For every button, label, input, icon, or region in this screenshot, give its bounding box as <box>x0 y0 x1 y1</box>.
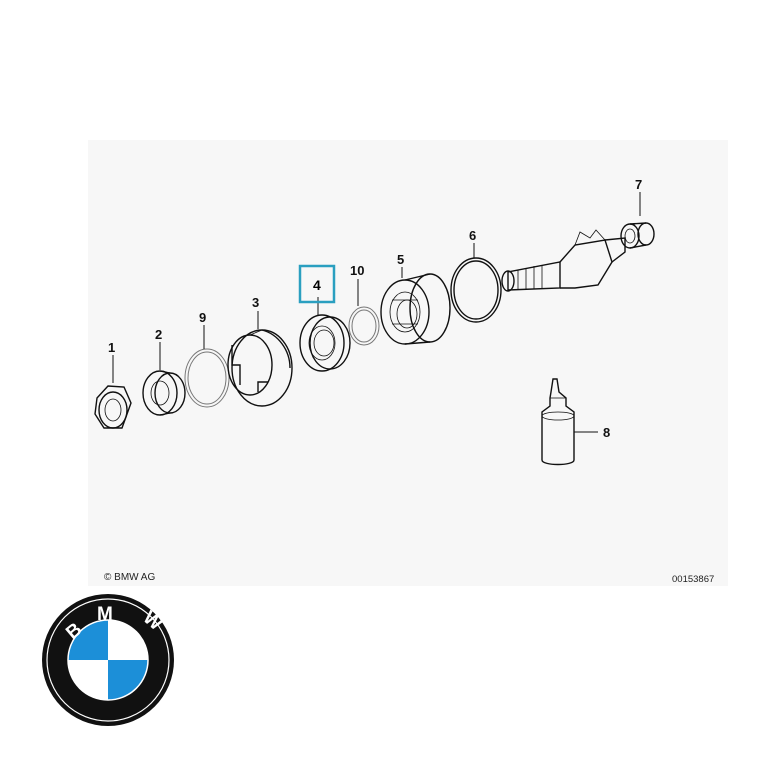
bmw-logo: B M W <box>42 594 174 726</box>
part-2-collar[interactable] <box>142 370 186 416</box>
part-label-10[interactable]: 10 <box>350 263 364 278</box>
part-7-small-bearing[interactable] <box>620 222 655 249</box>
copyright-notice: © BMW AG <box>104 572 156 583</box>
part-label-4[interactable]: 4 <box>313 277 321 293</box>
part-6-large-o-ring[interactable] <box>450 257 502 323</box>
part-5-roller-bearing[interactable] <box>380 273 451 345</box>
drawing-id: 00153867 <box>672 574 715 585</box>
selected-part-box[interactable] <box>298 264 336 304</box>
part-10-ring[interactable] <box>348 306 380 346</box>
part-label-3[interactable]: 3 <box>252 295 259 310</box>
logo-letter-m: M <box>97 604 113 625</box>
part-8-sealant-bottle[interactable] <box>541 378 575 466</box>
diagram-panel <box>88 140 728 586</box>
part-1-hex-nut[interactable] <box>94 385 132 429</box>
part-4-shaft-seal[interactable] <box>299 314 351 372</box>
part-label-2[interactable]: 2 <box>155 327 162 342</box>
part-3-slotted-ring-nut[interactable] <box>227 329 293 407</box>
part-label-7[interactable]: 7 <box>635 177 642 192</box>
pinion-shaft <box>501 229 626 292</box>
part-9-o-ring[interactable] <box>184 348 230 408</box>
part-label-1[interactable]: 1 <box>108 340 115 355</box>
part-label-6[interactable]: 6 <box>469 228 476 243</box>
part-label-9[interactable]: 9 <box>199 310 206 325</box>
part-label-8[interactable]: 8 <box>603 425 610 440</box>
part-label-5[interactable]: 5 <box>397 252 404 267</box>
